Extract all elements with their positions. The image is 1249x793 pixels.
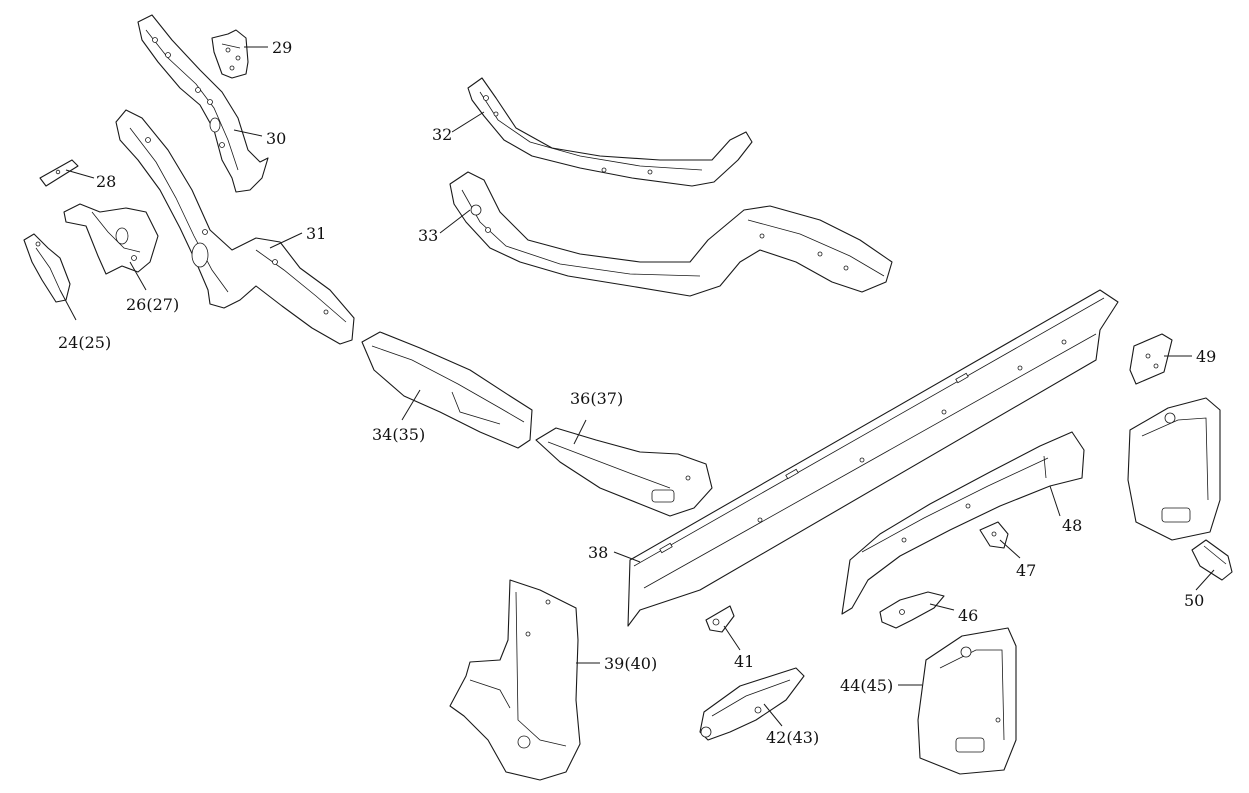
label-32: 32 (432, 125, 452, 144)
part-49 (1129, 333, 1173, 385)
label-49: 49 (1196, 347, 1216, 366)
part-44 (917, 627, 1017, 775)
part-42 (699, 667, 805, 741)
label-47: 47 (1016, 561, 1036, 580)
part-32 (467, 77, 753, 187)
part-29 (211, 29, 249, 79)
part-34 (361, 331, 533, 449)
label-29: 29 (272, 38, 292, 57)
label-39-40: 39(40) (604, 654, 657, 673)
part-30 (137, 14, 269, 193)
label-42-43: 42(43) (766, 728, 819, 747)
part-24 (23, 233, 71, 303)
part-38 (627, 289, 1119, 627)
label-33: 33 (418, 226, 438, 245)
part-39 (449, 579, 581, 781)
label-34-35: 34(35) (372, 425, 425, 444)
label-41: 41 (734, 652, 754, 671)
part-50 (1191, 539, 1233, 581)
part-46 (879, 591, 945, 629)
part-47 (979, 521, 1009, 549)
label-48: 48 (1062, 516, 1082, 535)
label-31: 31 (306, 224, 326, 243)
label-44-45: 44(45) (840, 676, 893, 695)
part-33 (449, 171, 893, 297)
label-50: 50 (1184, 591, 1204, 610)
part-36 (535, 427, 713, 517)
label-28: 28 (96, 172, 116, 191)
label-26-27: 26(27) (126, 295, 179, 314)
part-41 (705, 605, 735, 633)
label-38: 38 (588, 543, 608, 562)
label-36-37: 36(37) (570, 389, 623, 408)
part-31 (115, 109, 355, 345)
part-48 (841, 431, 1085, 615)
leader-lines (59, 46, 1215, 727)
label-24-25: 24(25) (58, 333, 111, 352)
part-right-panel (1127, 397, 1221, 541)
part-labels: 24(25) 26(27) 28 29 30 31 32 33 34(35) 3… (58, 38, 1216, 747)
part-28 (39, 159, 79, 187)
label-46: 46 (958, 606, 978, 625)
label-30: 30 (266, 129, 286, 148)
part-26 (63, 203, 159, 275)
